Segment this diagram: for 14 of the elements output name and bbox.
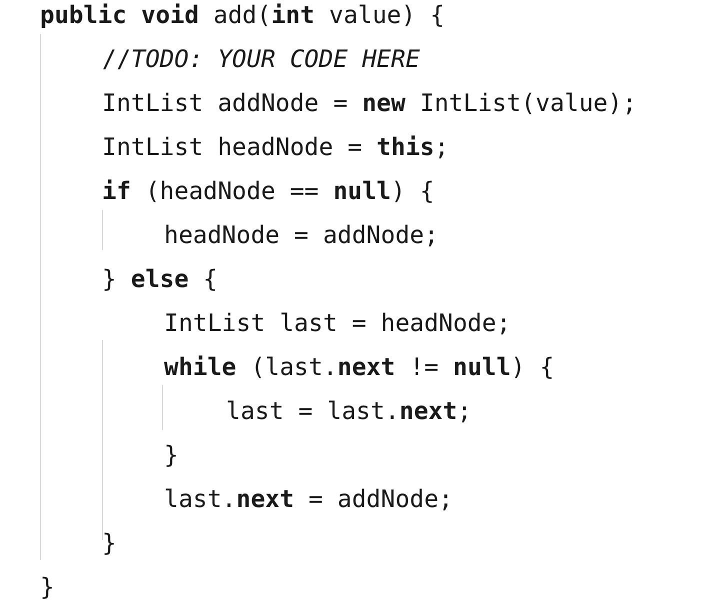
code-line: } <box>164 440 178 470</box>
code-line: last = last.next; <box>226 396 472 426</box>
code-line: public void add(int value) { <box>40 0 445 30</box>
code-line: } else { <box>102 264 218 294</box>
code-line: headNode = addNode; <box>164 220 439 250</box>
code-line: } <box>40 572 54 602</box>
code-line: last.next = addNode; <box>164 484 453 514</box>
code-line: IntList last = headNode; <box>164 308 511 338</box>
code-line: } <box>102 528 116 558</box>
code-line: if (headNode == null) { <box>102 176 434 206</box>
code-comment: //TODO: YOUR CODE HERE <box>102 44 420 74</box>
code-line: IntList headNode = this; <box>102 132 449 162</box>
code-line: IntList addNode = new IntList(value); <box>102 88 637 118</box>
code-line: while (last.next != null) { <box>164 352 554 382</box>
